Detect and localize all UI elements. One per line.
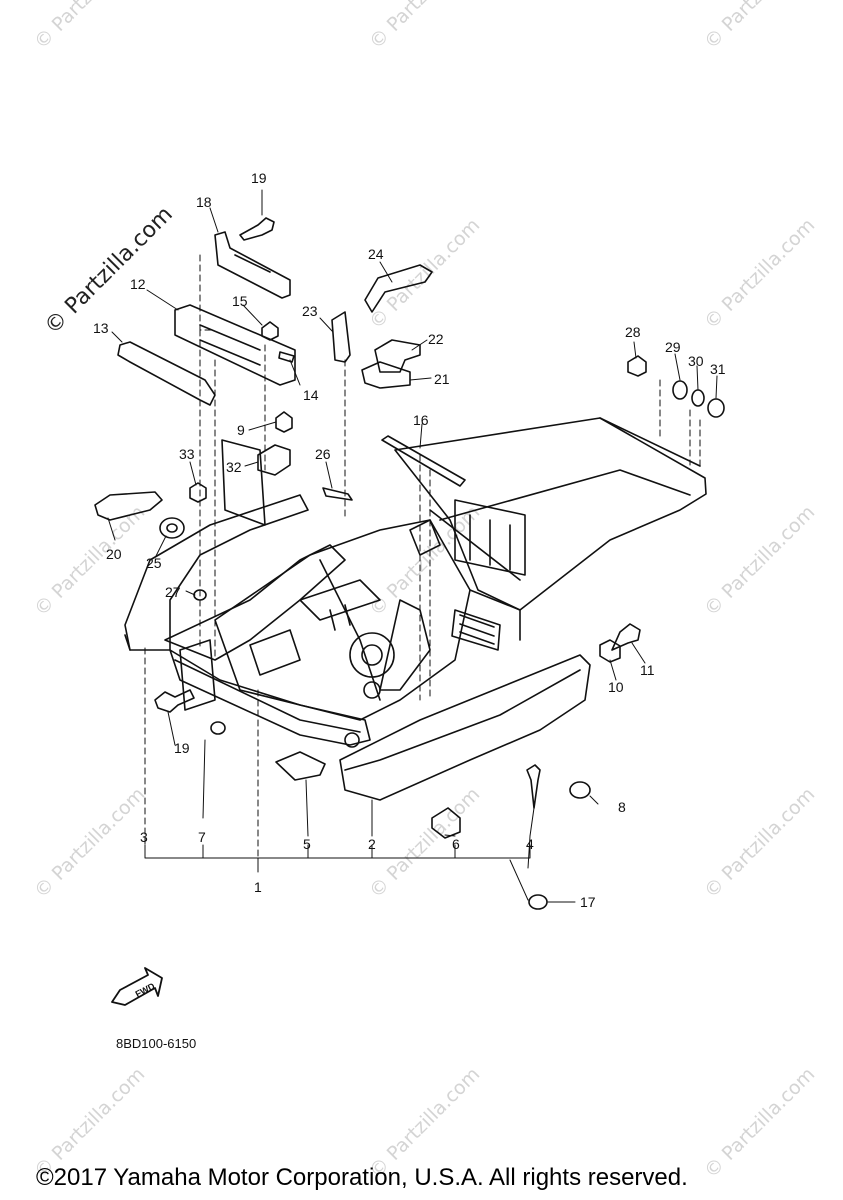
callout-24: 24	[368, 246, 384, 262]
washer-30	[691, 389, 705, 407]
side-cover-right	[339, 654, 591, 801]
callout-19-bottom: 19	[174, 740, 190, 756]
callout-10: 10	[608, 679, 624, 695]
rear-frame	[164, 417, 707, 748]
grommet-10	[599, 639, 621, 663]
callout-26: 26	[315, 446, 331, 462]
callout-11: 11	[640, 662, 655, 678]
callout-8: 8	[618, 799, 626, 815]
callout-1: 1	[254, 879, 262, 895]
bolt-11	[611, 623, 641, 651]
callout-15: 15	[232, 293, 248, 309]
bolt-28	[627, 355, 647, 377]
bracket-32	[257, 444, 291, 476]
nut	[261, 321, 279, 341]
pad	[322, 487, 353, 501]
callout-20: 20	[106, 546, 122, 562]
callout-28: 28	[625, 324, 641, 340]
callout-23: 23	[302, 303, 318, 319]
callout-22: 22	[428, 331, 444, 347]
handle	[94, 491, 163, 521]
bolt	[239, 217, 275, 241]
callout-9: 9	[237, 422, 245, 438]
callout-19-top: 19	[251, 170, 267, 186]
callout-30: 30	[688, 353, 704, 369]
callout-25: 25	[146, 555, 162, 571]
pin	[526, 764, 541, 809]
callout-18: 18	[196, 194, 212, 210]
callout-14: 14	[303, 387, 319, 403]
callout-33: 33	[179, 446, 195, 462]
bolt-19b	[154, 689, 195, 713]
side-cover-left	[124, 494, 309, 651]
callout-6: 6	[452, 836, 460, 852]
nut-31	[707, 398, 725, 418]
block	[361, 361, 411, 389]
grommet	[159, 517, 185, 539]
fwd-arrow	[111, 967, 163, 1006]
callout-31: 31	[710, 361, 726, 377]
cap-17	[528, 894, 548, 910]
callout-27: 27	[165, 584, 181, 600]
diagram-code: 8BD100-6150	[116, 1036, 197, 1051]
bar	[381, 435, 466, 487]
clip	[278, 351, 295, 363]
callout-13: 13	[93, 320, 109, 336]
block	[374, 339, 421, 373]
bracket	[214, 231, 291, 299]
cap-8	[569, 781, 591, 799]
callout-32: 32	[226, 459, 242, 475]
callout-16: 16	[413, 412, 429, 428]
callout-2: 2	[368, 836, 376, 852]
strip	[331, 311, 351, 363]
callout-4: 4	[526, 836, 534, 852]
nut-9	[275, 411, 293, 433]
clamp	[431, 807, 461, 839]
bracket-plate	[174, 304, 296, 386]
nut-33	[189, 482, 207, 503]
callout-17: 17	[580, 894, 596, 910]
washer-29	[672, 380, 688, 400]
bracket-5	[275, 751, 326, 781]
callout-5: 5	[303, 836, 311, 852]
callout-12: 12	[130, 276, 146, 292]
strap	[117, 341, 216, 406]
callout-7: 7	[198, 829, 206, 845]
handle-top	[364, 264, 433, 313]
sticker	[210, 721, 226, 735]
callout-29: 29	[665, 339, 681, 355]
callout-21: 21	[434, 371, 450, 387]
callout-3: 3	[140, 829, 148, 845]
copyright-notice: ©2017 Yamaha Motor Corporation, U.S.A. A…	[36, 1164, 688, 1191]
